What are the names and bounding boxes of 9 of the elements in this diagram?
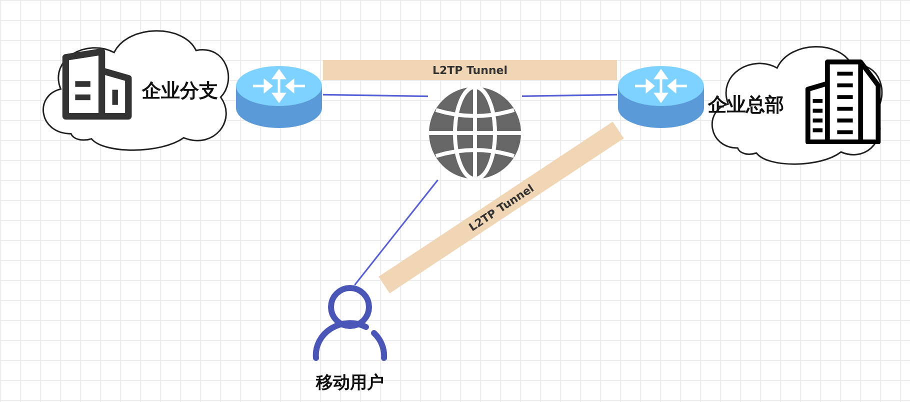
node-label: 移动用户 [314, 372, 385, 394]
connection-line [522, 94, 618, 97]
node-label: 企业分支 [142, 79, 218, 104]
tunnel-band [323, 60, 617, 80]
connection-line [322, 94, 428, 98]
tunnel-band [378, 122, 624, 294]
node-label: 企业总部 [708, 93, 784, 118]
edge-label: L2TP Tunnel [432, 64, 508, 77]
connection-line [354, 180, 438, 286]
